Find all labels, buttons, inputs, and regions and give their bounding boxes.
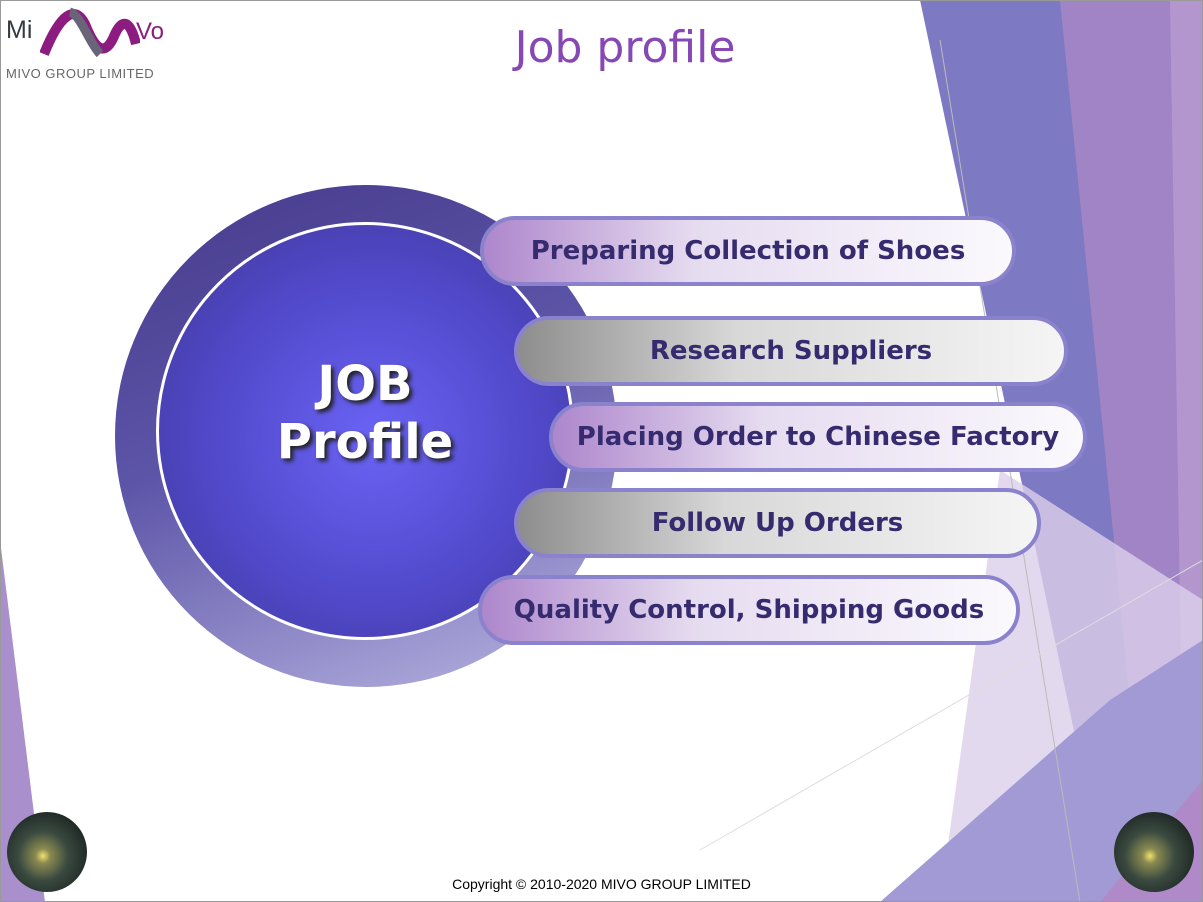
job-item-2: Research Suppliers [514, 316, 1068, 386]
copyright-footer: Copyright © 2010-2020 MIVO GROUP LIMITED [452, 876, 751, 892]
center-label-line2: Profile [276, 414, 454, 470]
job-item-label: Follow Up Orders [651, 508, 904, 538]
logo-text-left: Mi [6, 16, 33, 44]
job-item-1: Preparing Collection of Shoes [480, 216, 1016, 286]
center-label-line1: JOB [317, 356, 413, 412]
job-item-5: Quality Control, Shipping Goods [478, 575, 1020, 645]
logo-subtitle: MIVO GROUP LIMITED [6, 66, 155, 81]
center-label: JOB Profile [156, 355, 574, 471]
job-item-3: Placing Order to Chinese Factory [549, 402, 1087, 472]
logo-wave-icon [40, 7, 140, 58]
job-item-label: Preparing Collection of Shoes [530, 236, 966, 266]
job-item-label: Placing Order to Chinese Factory [576, 422, 1060, 452]
logo-text-right: Vo [136, 18, 165, 45]
globe-icon-left [7, 812, 87, 892]
job-item-4: Follow Up Orders [514, 488, 1041, 558]
center-circle [156, 222, 574, 640]
company-logo: Mi Vo MIVO GROUP LIMITED [6, 4, 176, 84]
globe-icon-right [1114, 812, 1194, 892]
page-title: Job profile [514, 22, 736, 73]
job-item-label: Research Suppliers [649, 336, 933, 366]
job-item-label: Quality Control, Shipping Goods [513, 595, 985, 625]
